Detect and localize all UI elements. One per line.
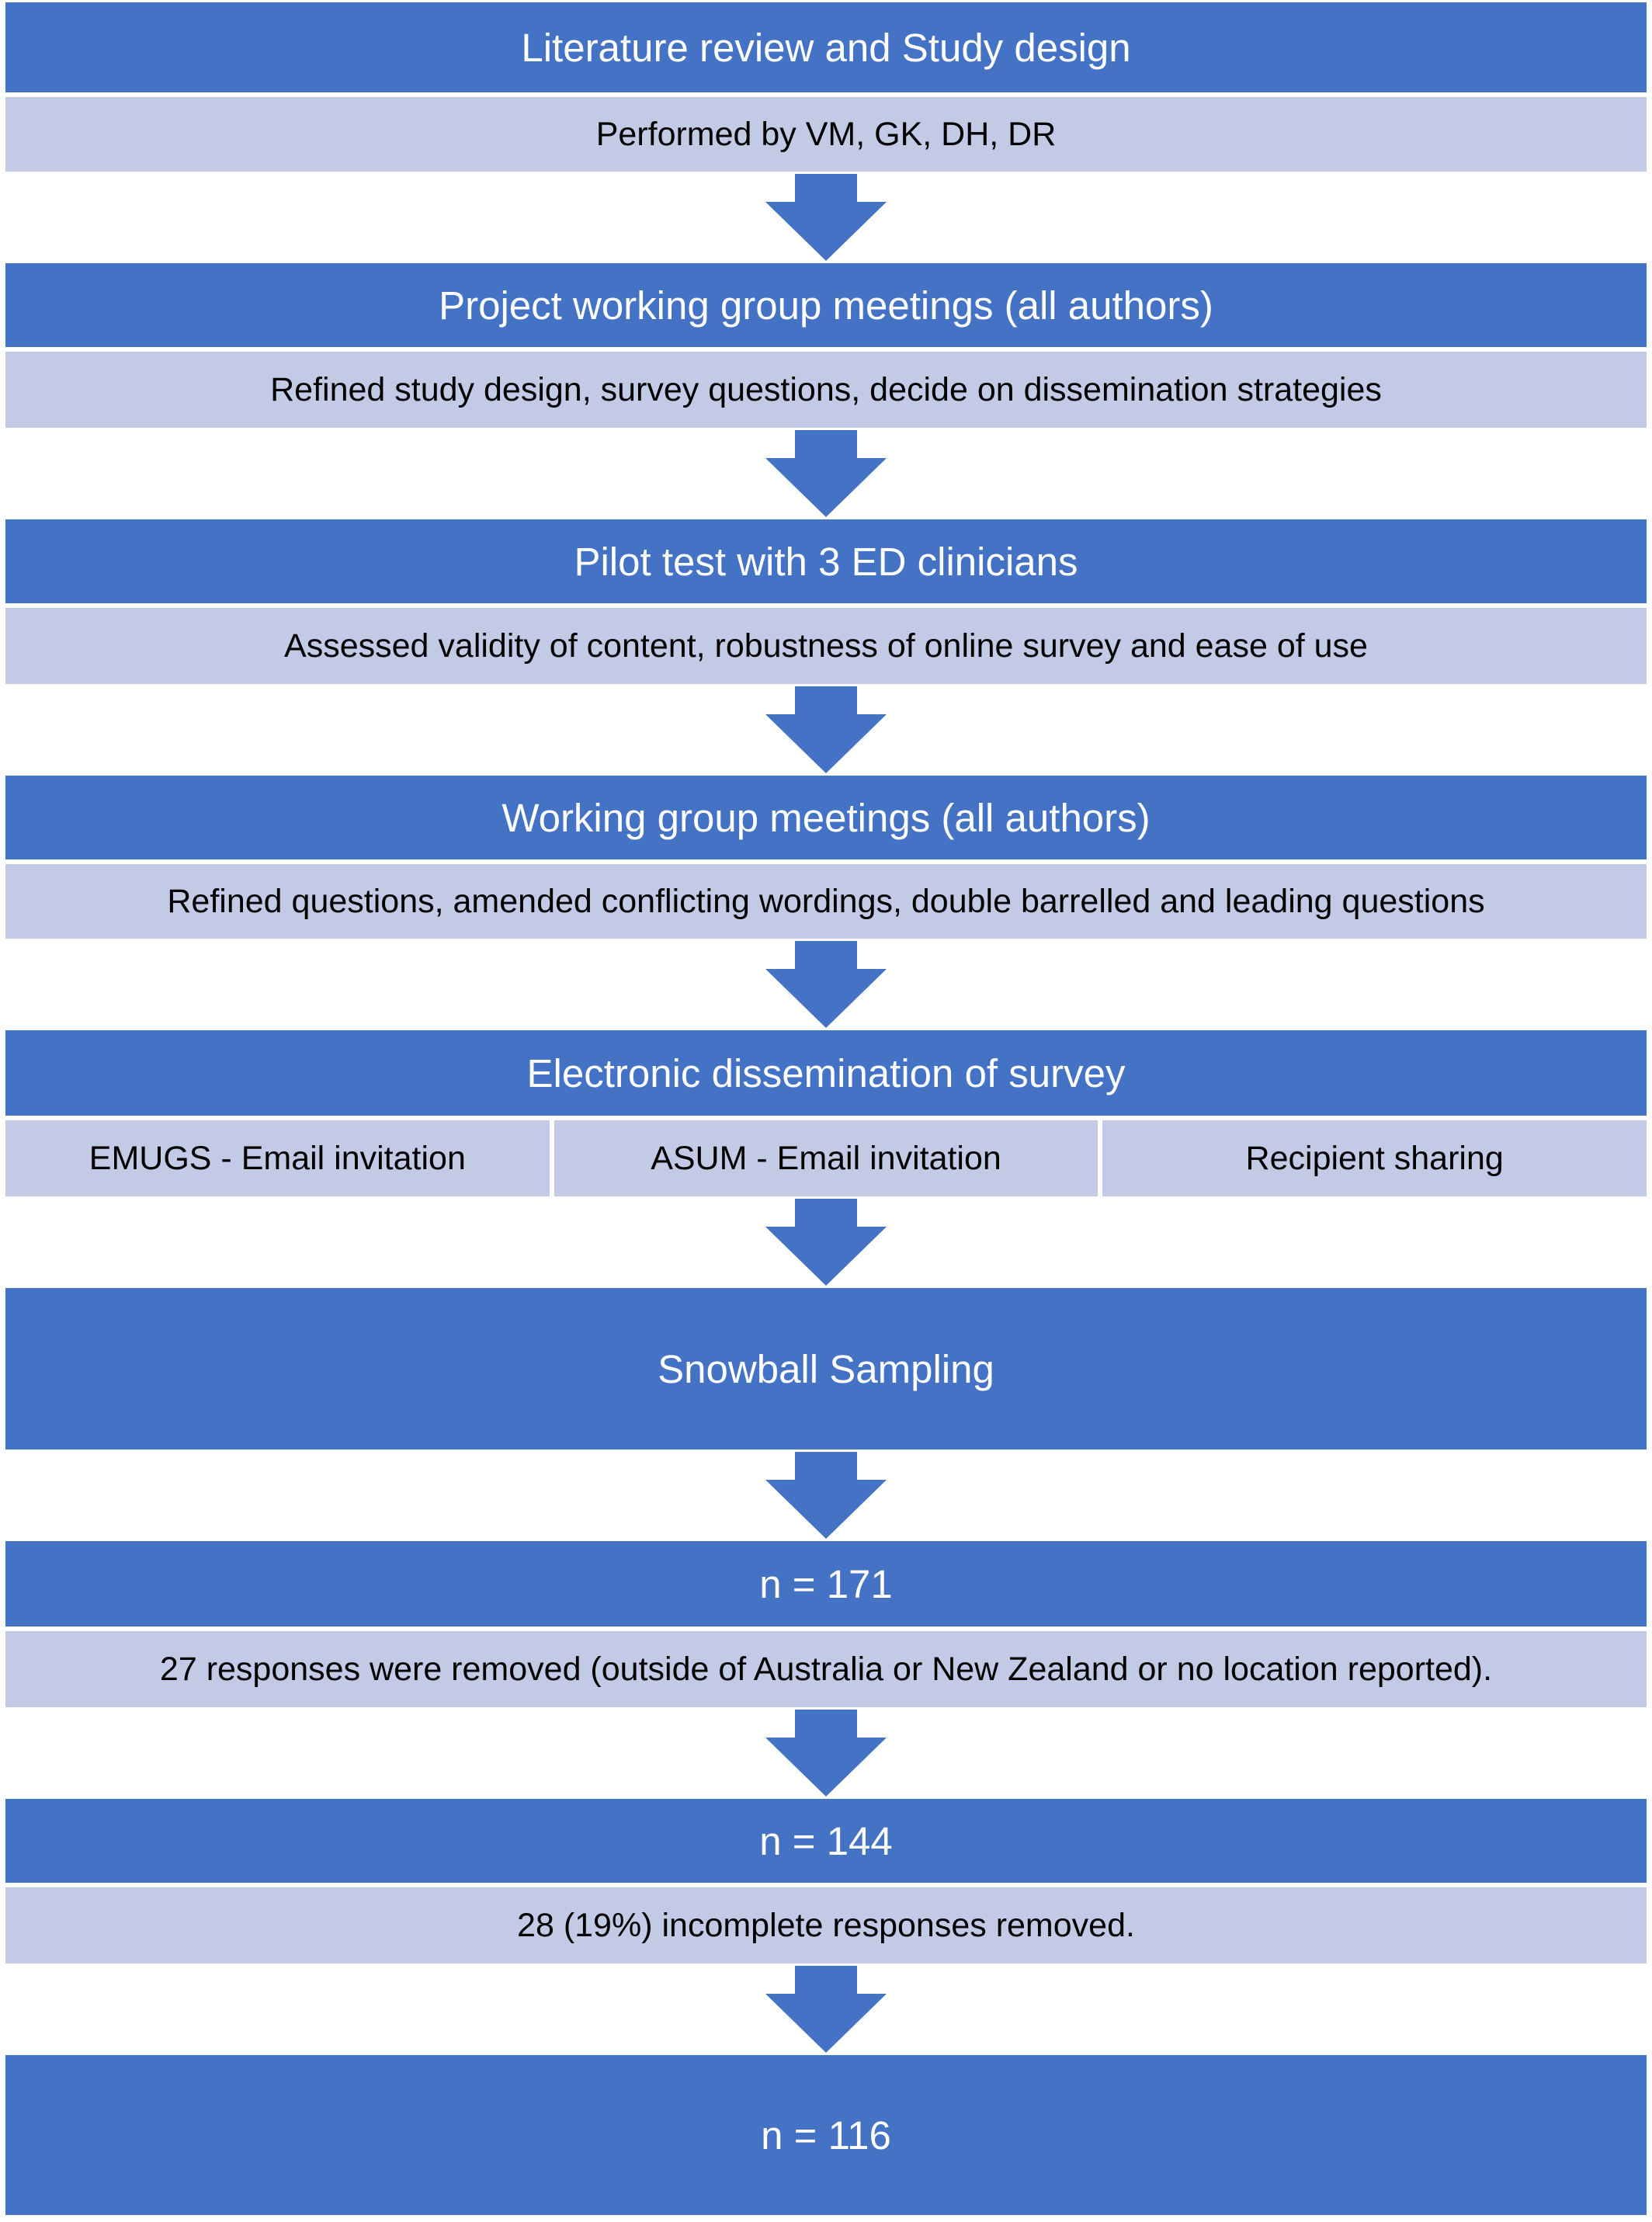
down-arrow-icon [765,430,887,517]
step-7-detail: 27 responses were removed (outside of Au… [3,1629,1649,1710]
step-7-title: n = 171 [3,1539,1649,1629]
step-2-title: Project working group meetings (all auth… [3,261,1649,349]
down-arrow-icon [765,686,887,773]
step-6-title: Snowball Sampling [3,1286,1649,1452]
channel-recipient-sharing: Recipient sharing [1100,1118,1650,1199]
step-4-title: Working group meetings (all authors) [3,773,1649,862]
channel-emugs: EMUGS - Email invitation [3,1118,552,1199]
down-arrow-icon [765,1966,887,2053]
down-arrow-icon [765,1452,887,1539]
step-5-title: Electronic dissemination of survey [3,1028,1649,1118]
step-1-title: Literature review and Study design [3,0,1649,95]
step-8-title: n = 144 [3,1797,1649,1885]
step-8-detail: 28 (19%) incomplete responses removed. [3,1885,1649,1966]
down-arrow-icon [765,174,887,261]
down-arrow-icon [765,1710,887,1797]
down-arrow-icon [765,1199,887,1286]
down-arrow-icon [765,941,887,1028]
step-3-title: Pilot test with 3 ED clinicians [3,517,1649,606]
step-1-detail: Performed by VM, GK, DH, DR [3,95,1649,174]
step-2-detail: Refined study design, survey questions, … [3,349,1649,430]
step-4-detail: Refined questions, amended conflicting w… [3,862,1649,941]
dissemination-channels: EMUGS - Email invitation ASUM - Email in… [3,1118,1650,1199]
step-3-detail: Assessed validity of content, robustness… [3,606,1649,686]
step-9-title: n = 116 [3,2053,1649,2217]
channel-asum: ASUM - Email invitation [551,1118,1101,1199]
